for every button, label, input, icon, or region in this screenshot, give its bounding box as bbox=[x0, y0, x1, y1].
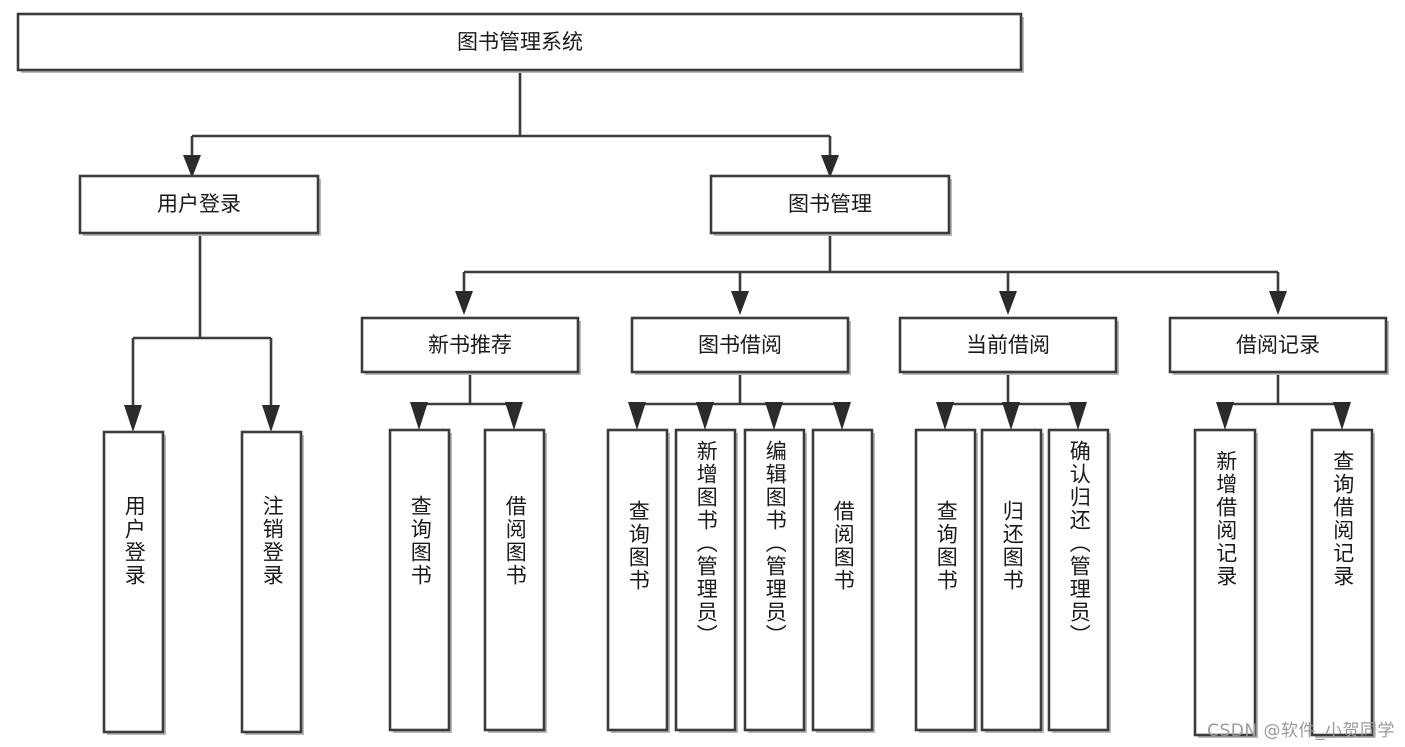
node-root-label: 图书管理系统 bbox=[457, 30, 583, 54]
arrow-icon-to-leaf-borrow-book-2 bbox=[833, 402, 851, 430]
node-current-borrow-label: 当前借阅 bbox=[966, 333, 1050, 357]
node-current-borrow-box[interactable] bbox=[898, 316, 1118, 374]
node-borrow-record[interactable]: 借阅记录 bbox=[1168, 316, 1389, 375]
node-root-box[interactable] bbox=[16, 12, 1023, 72]
node-book-borrow-box[interactable] bbox=[630, 316, 850, 374]
node-current-borrow[interactable]: 当前借阅 bbox=[898, 316, 1119, 375]
node-book-borrow[interactable]: 图书借阅 bbox=[630, 316, 851, 375]
node-new-book-recommend[interactable]: 新书推荐 bbox=[360, 316, 581, 375]
node-user-login-label: 用户登录 bbox=[157, 192, 241, 216]
node-book-manage-label: 图书管理 bbox=[788, 192, 872, 216]
arrowheads-group bbox=[124, 155, 1351, 432]
leaf-borrow-book-2-box[interactable] bbox=[811, 428, 874, 732]
node-user-login-box[interactable] bbox=[78, 174, 320, 235]
node-book-borrow-label: 图书借阅 bbox=[698, 333, 782, 357]
arrow-icon-to-current-borrow bbox=[999, 291, 1017, 315]
watermark-text: CSDN @软件_小贺同学 bbox=[1207, 721, 1395, 741]
arrow-icon-to-leaf-user-login bbox=[124, 405, 142, 432]
node-root[interactable]: 图书管理系统 bbox=[16, 12, 1024, 73]
node-book-manage-box[interactable] bbox=[709, 174, 951, 235]
arrow-icon-to-leaf-query-book-2 bbox=[628, 402, 646, 430]
node-new-book-recommend-box[interactable] bbox=[360, 316, 580, 374]
leaf-query-book-2-box[interactable] bbox=[606, 428, 669, 732]
arrow-icon-to-new-book-recommend bbox=[455, 291, 473, 315]
leaf-query-book-1-box[interactable] bbox=[388, 428, 451, 732]
node-user-login[interactable]: 用户登录 bbox=[78, 174, 321, 236]
arrow-icon-to-leaf-logout bbox=[262, 405, 280, 432]
arrow-icon-to-user-login bbox=[183, 155, 201, 178]
arrow-icon-to-leaf-query-record bbox=[1333, 402, 1351, 430]
arrow-icon-to-leaf-query-book-1 bbox=[410, 402, 428, 430]
arrow-icon-to-leaf-return-book bbox=[1002, 402, 1020, 430]
leaf-logout-box[interactable] bbox=[240, 430, 303, 734]
arrow-icon-to-book-borrow bbox=[731, 291, 749, 315]
arrow-icon-to-leaf-query-book-3 bbox=[936, 402, 954, 430]
leaf-query-book-3-box[interactable] bbox=[914, 428, 977, 732]
arrow-icon-to-book-manage bbox=[821, 155, 839, 178]
leaf-add-record-box[interactable] bbox=[1193, 428, 1257, 737]
arrow-icon-to-leaf-add-book bbox=[696, 402, 714, 430]
arrow-icon-to-leaf-add-record bbox=[1216, 402, 1234, 430]
node-book-manage[interactable]: 图书管理 bbox=[709, 174, 952, 236]
leaf-query-record-box[interactable] bbox=[1310, 428, 1374, 737]
arrow-icon-to-borrow-record bbox=[1269, 291, 1287, 315]
node-borrow-record-box[interactable] bbox=[1168, 316, 1388, 374]
leaf-user-login-box[interactable] bbox=[102, 430, 165, 734]
leaf-edit-book-box[interactable] bbox=[743, 428, 806, 732]
leaf-return-book-box[interactable] bbox=[980, 428, 1043, 732]
leaf-boxes-group bbox=[102, 428, 1375, 738]
node-borrow-record-label: 借阅记录 bbox=[1236, 333, 1320, 357]
arrow-icon-to-leaf-confirm-return bbox=[1069, 402, 1087, 430]
leaf-borrow-book-1-box[interactable] bbox=[483, 428, 546, 732]
leaf-add-book-box[interactable] bbox=[674, 428, 737, 732]
node-new-book-recommend-label: 新书推荐 bbox=[428, 333, 512, 357]
arrow-icon-to-leaf-borrow-book-1 bbox=[505, 402, 523, 430]
leaf-confirm-return-box[interactable] bbox=[1047, 428, 1110, 732]
arrow-icon-to-leaf-edit-book bbox=[765, 402, 783, 430]
